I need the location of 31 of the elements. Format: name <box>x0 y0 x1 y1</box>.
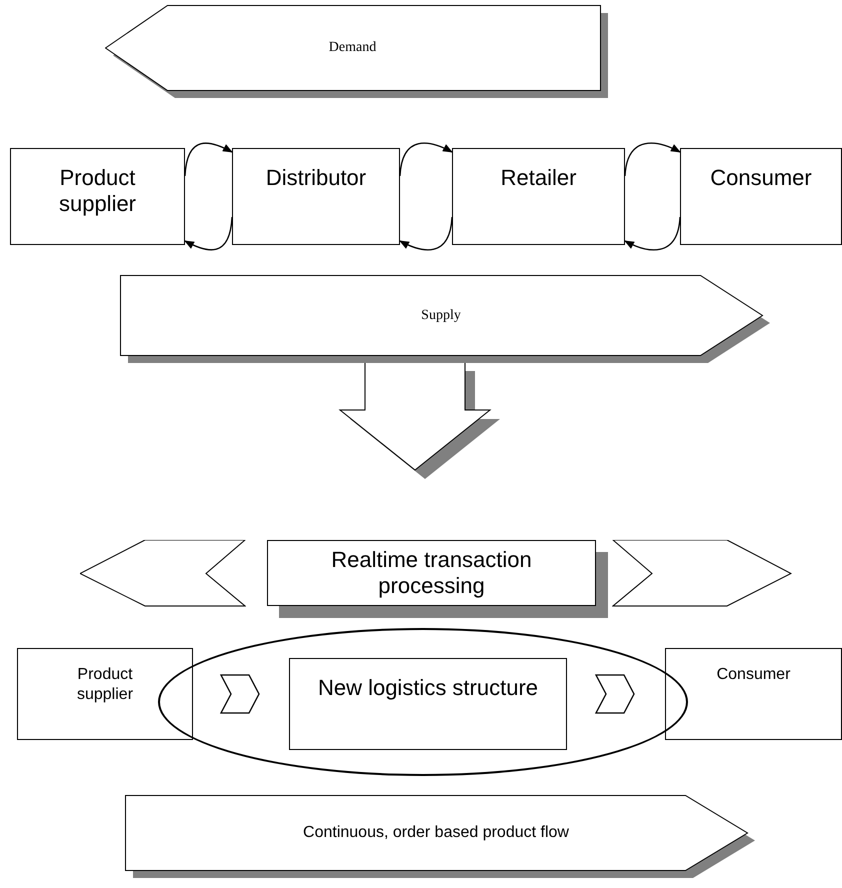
node-label: Continuous, order based product flow <box>303 822 569 842</box>
node-label: Product supplier <box>76 665 134 705</box>
chevron-arrow <box>220 674 260 714</box>
curved-arrow <box>624 216 681 250</box>
node-label: Demand <box>328 39 376 57</box>
process-box <box>232 148 400 245</box>
curved-arrow <box>399 216 453 250</box>
chevron-arrow <box>612 540 792 607</box>
curved-arrow <box>184 216 233 250</box>
process-box <box>665 648 842 740</box>
block-arrow <box>120 275 770 363</box>
curved-arrow <box>624 142 681 176</box>
curved-arrow <box>184 142 233 176</box>
node-label: Supply <box>421 306 461 324</box>
block-arrow <box>125 795 755 878</box>
node-label: Consumer <box>710 165 812 191</box>
process-box <box>680 148 842 245</box>
node-label: Consumer <box>716 665 790 685</box>
process-box <box>452 148 625 245</box>
node-label: Distributor <box>266 165 366 191</box>
process-box <box>17 648 193 740</box>
process-box <box>289 658 567 750</box>
node-label: Realtime transaction processing <box>330 547 533 599</box>
node-label: Retailer <box>500 165 576 191</box>
node-label: New logistics structure <box>318 675 538 701</box>
chevron-arrow <box>594 674 635 714</box>
curved-arrow <box>399 142 453 176</box>
chevron-arrow <box>80 540 246 607</box>
block-arrow <box>105 5 608 98</box>
node-label: Product supplier <box>58 165 138 217</box>
process-box <box>10 148 185 245</box>
